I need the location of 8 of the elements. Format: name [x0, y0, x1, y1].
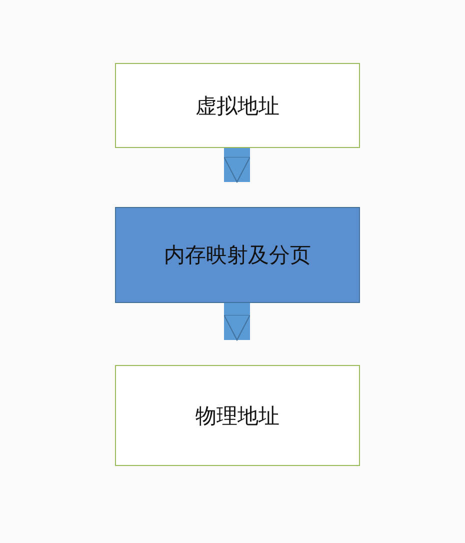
- block-arrow: [224, 303, 250, 340]
- process-box: [115, 365, 360, 466]
- box-label: 物理地址: [196, 402, 280, 430]
- process-box: [115, 207, 360, 303]
- box-label: 虚拟地址: [196, 92, 280, 120]
- box-label: 内存映射及分页: [164, 242, 311, 269]
- process-box: [115, 63, 360, 148]
- block-arrow: [224, 148, 250, 182]
